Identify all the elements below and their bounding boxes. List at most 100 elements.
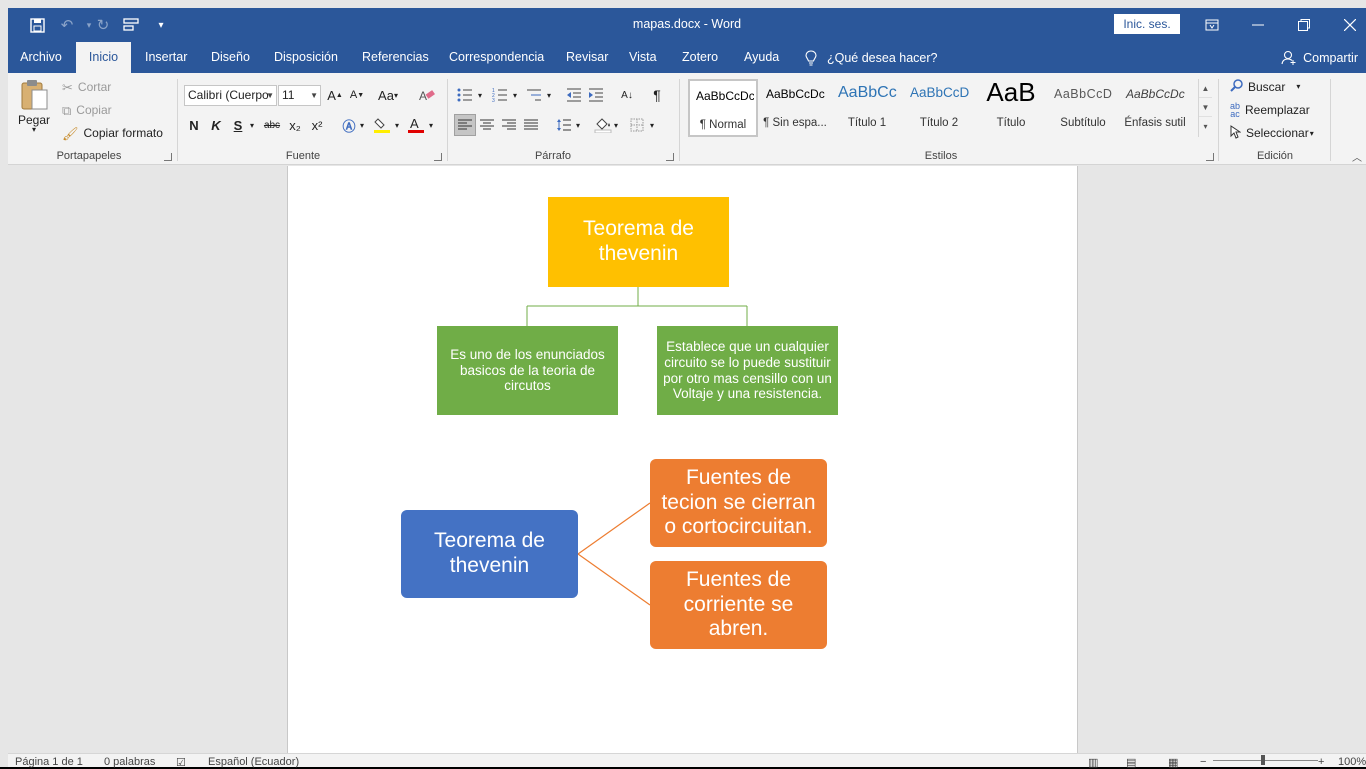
tab-archivo[interactable]: Archivo (20, 50, 62, 64)
collapse-ribbon-icon[interactable]: ︿ (1352, 153, 1362, 164)
document-page[interactable]: Teorema de thevenin Es uno de los enunci… (287, 166, 1078, 753)
text-effects-dropdown-icon[interactable]: ▾ (359, 120, 364, 130)
font-launcher-icon[interactable]: . (434, 153, 442, 161)
more-styles-icon[interactable]: ▾ (1203, 122, 1208, 131)
page-count[interactable]: Página 1 de 1 (15, 756, 83, 768)
clear-formatting-icon[interactable]: A (416, 84, 438, 106)
highlight-dropdown-icon[interactable]: ▾ (394, 120, 399, 130)
align-left-icon[interactable] (454, 114, 476, 136)
font-color-dropdown-icon[interactable]: ▾ (428, 120, 433, 130)
style-heading-2[interactable]: AaBbCcD Título 2 (904, 79, 974, 137)
font-name-combo[interactable]: Calibri (Cuerpo ▼ (184, 85, 277, 106)
chevron-down-icon[interactable]: ▾ (649, 120, 654, 130)
italic-button[interactable]: K (211, 117, 221, 133)
read-mode-icon[interactable]: ▥ (1088, 757, 1099, 769)
underline-button[interactable]: S (233, 117, 243, 133)
minimize-icon[interactable] (1235, 8, 1281, 42)
diagram1-child-node-1[interactable]: Es uno de los enunciados basicos de la t… (437, 326, 618, 415)
line-spacing-icon[interactable] (553, 114, 575, 136)
diagram2-child-node-1[interactable]: Fuentes de tecion se cierran o cortocirc… (650, 459, 827, 547)
subscript-button[interactable]: x₂ (289, 117, 301, 133)
change-case-button[interactable]: Aa▾ (378, 87, 398, 103)
format-painter-button[interactable]: 🖌 Copiar formato (62, 126, 163, 140)
print-layout-icon[interactable]: ▤ (1126, 757, 1137, 769)
borders-icon[interactable] (626, 114, 648, 136)
diagram2-root-node[interactable]: Teorema de thevenin (401, 510, 578, 598)
undo-dropdown-icon[interactable]: ▾ (86, 19, 92, 30)
close-icon[interactable] (1327, 8, 1366, 42)
customize-qat-icon[interactable]: ▾ (158, 19, 164, 31)
style-normal[interactable]: AaBbCcDc ¶ Normal (688, 79, 758, 137)
tab-diseno[interactable]: Diseño (211, 50, 250, 64)
align-right-icon[interactable] (498, 114, 520, 136)
tab-revisar[interactable]: Revisar (566, 50, 609, 64)
web-layout-icon[interactable]: ▦ (1168, 757, 1179, 769)
tab-referencias[interactable]: Referencias (362, 50, 429, 64)
chevron-down-icon[interactable]: ▾ (512, 90, 517, 100)
style-no-spacing[interactable]: AaBbCcDc ¶ Sin espa... (760, 79, 830, 137)
zoom-in-icon[interactable]: + (1318, 756, 1325, 768)
shrink-font-icon[interactable]: A▼ (349, 89, 365, 101)
chevron-down-icon[interactable]: ▾ (477, 90, 482, 100)
ribbon-display-options-icon[interactable] (1189, 8, 1235, 42)
zoom-slider-thumb[interactable] (1261, 755, 1265, 765)
decrease-indent-icon[interactable] (563, 84, 585, 106)
scroll-up-icon[interactable]: ▲ (1199, 79, 1212, 98)
clipboard-launcher-icon[interactable]: . (164, 153, 172, 161)
sign-in-button[interactable]: Inic. ses. (1114, 14, 1180, 34)
sort-icon[interactable]: A↓ (621, 89, 633, 101)
paste-dropdown-icon[interactable]: ▾ (32, 125, 37, 134)
cut-button[interactable]: ✂ Cortar (62, 80, 111, 94)
chevron-down-icon[interactable]: ▾ (546, 90, 551, 100)
save-icon[interactable] (22, 8, 52, 42)
tab-zotero[interactable]: Zotero (682, 50, 719, 64)
diagram1-root-node[interactable]: Teorema de thevenin (548, 197, 729, 287)
find-button[interactable]: Buscar ▾ (1230, 79, 1300, 94)
touch-mode-icon[interactable] (116, 8, 146, 42)
restore-icon[interactable] (1281, 8, 1327, 42)
tab-disposicion[interactable]: Disposición (274, 50, 338, 64)
tell-me-box[interactable]: ¿Qué desea hacer? (805, 42, 938, 73)
tab-inicio[interactable]: Inicio (76, 42, 131, 74)
share-button[interactable]: Compartir (1281, 42, 1358, 73)
font-size-combo[interactable]: 11 ▼ (278, 85, 321, 106)
styles-launcher-icon[interactable]: . (1206, 153, 1214, 161)
tab-vista[interactable]: Vista (629, 50, 657, 64)
style-heading-1[interactable]: AaBbCc Título 1 (832, 79, 902, 137)
redo-icon[interactable]: ↻ (96, 17, 110, 34)
zoom-slider[interactable] (1213, 760, 1318, 761)
font-color-icon[interactable]: A (405, 114, 427, 136)
zoom-out-icon[interactable]: − (1200, 756, 1207, 768)
chevron-down-icon[interactable]: ▾ (575, 120, 580, 130)
zoom-level[interactable]: 100% (1338, 756, 1366, 768)
bullets-icon[interactable] (454, 84, 476, 106)
show-formatting-marks-icon[interactable]: ¶ (653, 87, 661, 103)
underline-dropdown-icon[interactable]: ▾ (249, 120, 254, 130)
styles-gallery-scroll[interactable]: ▲ ▼ ▾ (1198, 79, 1212, 137)
diagram2-child-node-2[interactable]: Fuentes de corriente se abren. (650, 561, 827, 649)
scroll-down-icon[interactable]: ▼ (1199, 98, 1212, 117)
shading-icon[interactable] (592, 114, 614, 136)
bold-button[interactable]: N (189, 117, 199, 133)
style-subtitle[interactable]: AaBbCcD Subtítulo (1048, 79, 1118, 137)
undo-icon[interactable]: ↶ (60, 17, 74, 34)
superscript-button[interactable]: x² (311, 117, 323, 133)
increase-indent-icon[interactable] (585, 84, 607, 106)
justify-icon[interactable] (520, 114, 542, 136)
paste-button[interactable]: Pegar ▾ (18, 79, 50, 134)
highlight-icon[interactable] (371, 114, 393, 136)
select-button[interactable]: Seleccionar ▾ (1230, 125, 1314, 141)
word-count[interactable]: 0 palabras (104, 756, 156, 768)
multilevel-list-icon[interactable] (523, 84, 545, 106)
tab-ayuda[interactable]: Ayuda (744, 50, 780, 64)
language-indicator[interactable]: Español (Ecuador) (208, 756, 300, 768)
proofing-icon[interactable]: ☑ (176, 757, 186, 769)
strikethrough-button[interactable]: abc (263, 119, 281, 131)
tab-insertar[interactable]: Insertar (145, 50, 188, 64)
copy-button[interactable]: ⧉ Copiar (62, 103, 112, 117)
align-center-icon[interactable] (476, 114, 498, 136)
diagram1-child-node-2[interactable]: Establece que un cualquier circuito se l… (657, 326, 838, 415)
chevron-down-icon[interactable]: ▾ (613, 120, 618, 130)
